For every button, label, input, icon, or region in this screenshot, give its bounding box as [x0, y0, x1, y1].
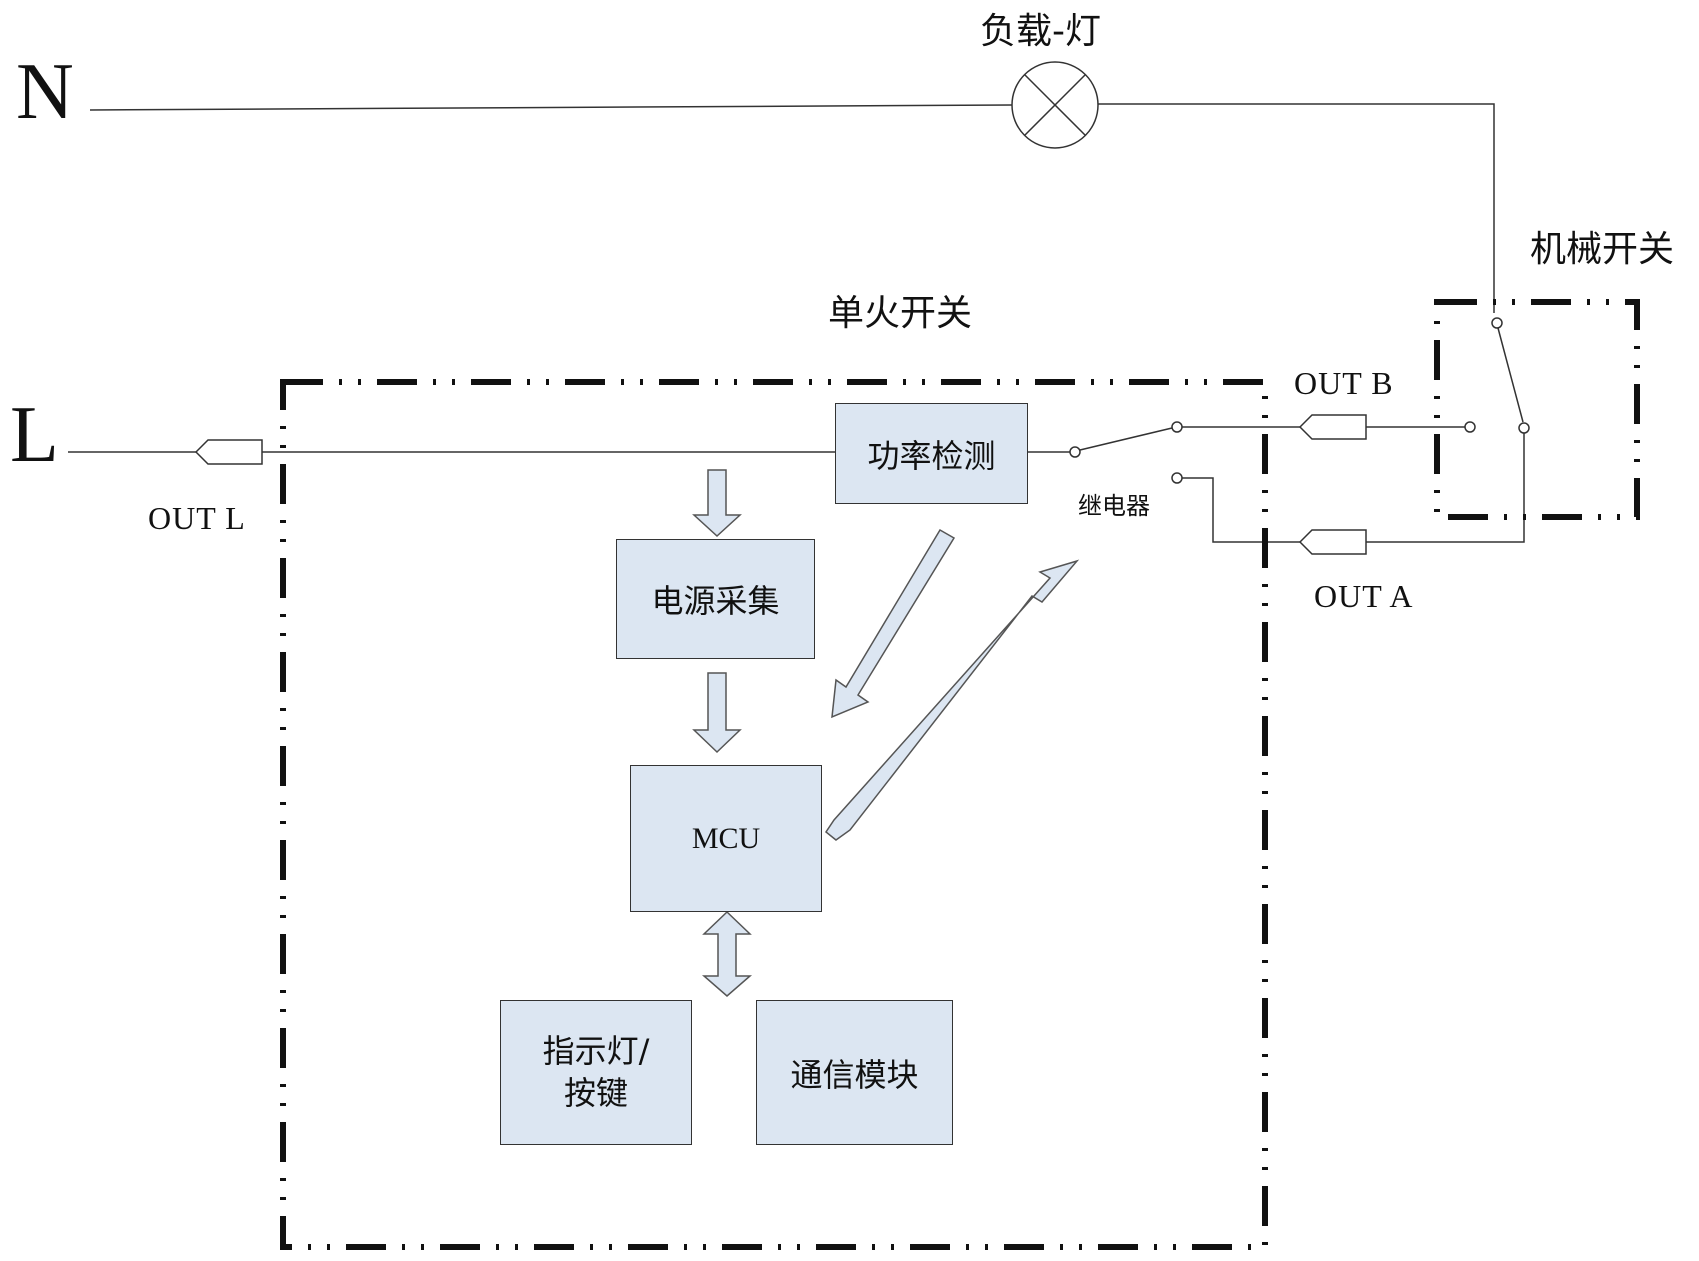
indicator-button-block: 指示灯/ 按键	[500, 1000, 692, 1145]
neutral-wire	[89, 104, 1013, 111]
power-detection-block: 功率检测	[835, 403, 1028, 504]
comm-module-label: 通信模块	[790, 1055, 919, 1094]
mechanical-switch-symbol	[1491, 317, 1530, 434]
relay-label: 继电器	[1078, 492, 1150, 520]
power-collection-block: 电源采集	[616, 539, 815, 659]
lamp-icon	[1011, 61, 1099, 149]
out-a-connector	[1298, 529, 1367, 555]
mechanical-switch-border	[1434, 299, 1640, 520]
mechanical-switch-label: 机械开关	[1530, 229, 1675, 270]
single-fire-switch-label: 单火开关	[828, 293, 973, 334]
out-a-wire-2	[1366, 433, 1525, 543]
power-detection-label: 功率检测	[867, 436, 996, 475]
single-fire-switch-border	[280, 379, 1268, 1250]
out-b-label: OUT B	[1294, 365, 1394, 401]
relay-symbol	[1069, 421, 1183, 484]
load-wire	[1098, 103, 1495, 313]
arrow-detect-to-collect	[692, 469, 742, 538]
terminal-l: L	[10, 391, 59, 479]
power-collection-label: 电源采集	[651, 582, 780, 620]
indicator-label-line2: 按键	[563, 1073, 628, 1112]
mcu-block: MCU	[630, 765, 822, 912]
out-a-wire	[1182, 477, 1305, 543]
out-l-connector	[194, 439, 263, 465]
mcu-label: MCU	[691, 821, 761, 855]
load-label: 负载-灯	[980, 11, 1101, 52]
out-l-label: OUT L	[148, 500, 246, 536]
mech-contact-b	[1464, 421, 1476, 433]
arrow-detect-to-mcu	[831, 528, 956, 719]
terminal-n: N	[16, 48, 74, 136]
arrow-collect-to-mcu	[692, 672, 742, 754]
out-b-connector	[1298, 414, 1367, 440]
indicator-label-line1: 指示灯/	[542, 1031, 650, 1070]
out-a-label: OUT A	[1314, 578, 1414, 614]
arrow-mcu-to-relay	[824, 559, 1080, 841]
arrow-mcu-bidirectional	[701, 910, 753, 997]
comm-module-block: 通信模块	[756, 1000, 953, 1145]
